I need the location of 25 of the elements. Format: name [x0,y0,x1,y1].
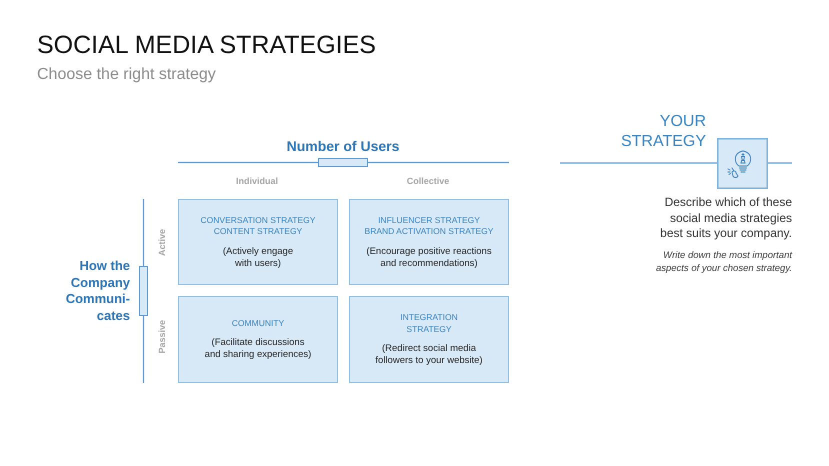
slide-title: SOCIAL MEDIA STRATEGIES [37,30,376,60]
row-label: Passive [157,320,168,354]
strategy-title: CONTENT STRATEGY [214,226,302,238]
instruction-text: Describe which of these social media strategies best suits your company. [659,195,792,242]
section-heading: YOUR STRATEGY [620,112,706,152]
axis-title: How the Company Communi-cates [64,258,130,324]
column-label: Individual [234,176,279,187]
strategy-title: COMMUNITY [232,318,284,330]
strategy-title: INTEGRATION STRATEGY [399,312,459,335]
strategy-title: CONVERSATION STRATEGY [200,214,316,226]
quadrant-box [178,296,338,383]
strategy-description: (Encourage positive reactions and recommendations) [365,246,493,270]
note-text: Write down the most important aspects of your chosen strategy. [654,249,792,275]
slide-subtitle: Choose the right strategy [37,65,216,85]
strategy-description: (Redirect social media followers to your website) [374,343,484,367]
row-label: Active [157,229,168,256]
quadrant-box [349,296,509,383]
strategy-title: INFLUENCER STRATEGY [378,214,480,226]
quadrant-box [178,199,338,285]
strategy-title: BRAND ACTIVATION STRATEGY [364,226,494,238]
strategy-description: (Facilitate discussions and sharing experiences) [204,337,312,362]
axis-title: Number of Users [286,138,400,155]
column-label: Collective [406,176,450,187]
quadrant-box [349,199,509,285]
strategy-description: (Actively engage with users) [222,246,294,270]
